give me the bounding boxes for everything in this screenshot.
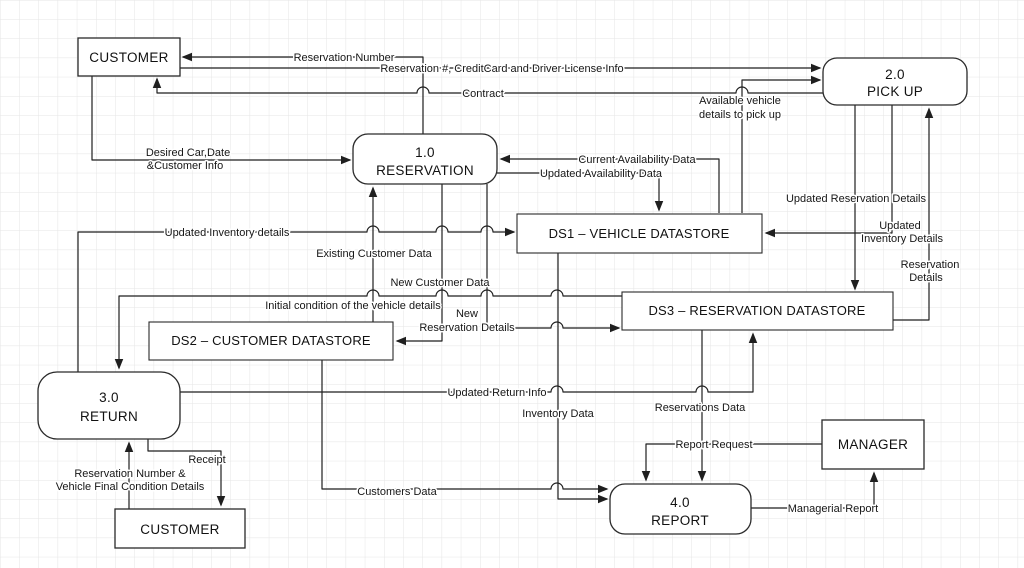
customer-bottom-label: CUSTOMER <box>140 522 219 537</box>
flow-reservation-details-label-1: Reservation <box>901 259 960 271</box>
flow-available-vehicle-line <box>741 75 822 213</box>
flow-new-reservation-label-1: New <box>456 308 478 320</box>
return-label: RETURN <box>80 409 138 424</box>
reservation-number: 1.0 <box>415 145 435 160</box>
customer-top-label: CUSTOMER <box>89 50 168 65</box>
flow-initial-condition-label: Initial condition of the vehicle details <box>265 300 441 312</box>
return-number: 3.0 <box>99 390 119 405</box>
flow-labels: Reservation Number Reservation #, Credit… <box>54 51 961 517</box>
flow-available-vehicle-label-1: Available vehicle <box>699 95 781 107</box>
flow-new-reservation-label-2: Reservation Details <box>419 322 515 334</box>
flow-available-vehicle-label-2: details to pick up <box>699 109 781 121</box>
flow-res-num-vehicle-label-1: Reservation Number & <box>74 468 186 480</box>
flow-res-cc-license-label: Reservation #, CreditCard and Driver Lic… <box>380 63 623 75</box>
report-box <box>609 483 752 535</box>
ds2-box <box>148 321 394 361</box>
flow-updated-availability-line <box>497 172 664 212</box>
flow-updated-inventory-left-label: Updated Inventory details <box>165 227 290 239</box>
flow-new-reservation-line <box>486 184 621 333</box>
flow-receipt-line <box>147 439 226 507</box>
flow-updated-return-label: Updated Return Info <box>447 387 546 399</box>
node-manager: MANAGER <box>821 419 925 470</box>
flow-inventory-data-label: Inventory Data <box>522 408 594 420</box>
ds3-box <box>621 291 894 331</box>
flow-existing-customer-label: Existing Customer Data <box>316 248 432 260</box>
reservation-box <box>352 133 498 185</box>
node-ds1-vehicle-datastore: DS1 – VEHICLE DATASTORE <box>516 213 763 254</box>
flow-updated-inventory-right-line <box>764 105 893 238</box>
node-report: 4.0 REPORT <box>609 483 752 535</box>
flow-report-request-line <box>641 443 822 482</box>
ds2-label: DS2 – CUSTOMER DATASTORE <box>171 333 371 348</box>
report-number: 4.0 <box>670 495 690 510</box>
nodes: CUSTOMER 2.0 PICK UP 1.0 RESERVATION DS1… <box>37 37 968 549</box>
pickup-number: 2.0 <box>885 67 905 82</box>
flow-new-customer-label: New Customer Data <box>390 277 490 289</box>
ds1-box <box>516 213 763 254</box>
return-box <box>37 371 181 440</box>
flow-res-num-vehicle-label-2: Vehicle Final Condition Details <box>56 481 205 493</box>
pickup-label: PICK UP <box>867 84 923 99</box>
customer-bottom-box <box>114 508 246 549</box>
node-ds3-reservation-datastore: DS3 – RESERVATION DATASTORE <box>621 291 894 331</box>
flow-contract-label: Contract <box>462 88 504 100</box>
flow-reservations-data-label: Reservations Data <box>655 402 746 414</box>
flow-contract-line <box>152 77 823 94</box>
flow-current-availability-label: Current Availability Data <box>578 154 696 166</box>
manager-label: MANAGER <box>838 437 908 452</box>
flow-initial-condition-line <box>114 289 622 370</box>
flow-customers-data-label: Customers Data <box>357 486 437 498</box>
flow-inventory-data-line <box>557 253 609 504</box>
node-customer-bottom: CUSTOMER <box>114 508 246 549</box>
flow-updated-reservation-details-label: Updated Reservation Details <box>786 193 927 205</box>
flow-updated-inventory-right-label-2: Inventory Details <box>861 233 943 245</box>
manager-box <box>821 419 925 470</box>
flow-managerial-report-line <box>751 471 879 509</box>
flow-desired-car-label-1: Desired Car,Date <box>146 147 230 159</box>
flow-updated-availability-label: Updated Availability Data <box>540 168 663 180</box>
ds3-label: DS3 – RESERVATION DATASTORE <box>648 303 865 318</box>
customer-top-box <box>77 37 181 77</box>
flow-current-availability-line <box>499 154 720 213</box>
flow-managerial-report-label: Managerial Report <box>788 503 879 515</box>
flow-reservation-details-label-2: Details <box>909 272 943 284</box>
node-reservation: 1.0 RESERVATION <box>352 133 498 185</box>
flow-desired-car-label-2: &Customer Info <box>147 160 223 172</box>
flow-reservation-number-label: Reservation Number <box>294 52 395 64</box>
flow-receipt-label: Receipt <box>188 454 225 466</box>
node-ds2-customer-datastore: DS2 – CUSTOMER DATASTORE <box>148 321 394 361</box>
report-label: REPORT <box>651 513 709 528</box>
flow-new-customer-line <box>395 184 443 346</box>
flow-lines <box>77 52 934 509</box>
flow-updated-inventory-right-label-1: Updated <box>879 220 921 232</box>
flow-reservation-details-line <box>893 107 934 321</box>
flow-customers-data-line <box>321 360 609 494</box>
flow-report-request-label: Report Request <box>675 439 752 451</box>
ds1-label: DS1 – VEHICLE DATASTORE <box>549 226 730 241</box>
flow-reservation-number-line <box>181 52 424 134</box>
node-customer-top: CUSTOMER <box>77 37 181 77</box>
reservation-label: RESERVATION <box>376 163 474 178</box>
flow-desired-car-line <box>91 76 352 165</box>
pickup-box <box>822 57 968 106</box>
flow-updated-return-line <box>180 332 758 393</box>
node-return: 3.0 RETURN <box>37 371 181 440</box>
node-pickup: 2.0 PICK UP <box>822 57 968 106</box>
